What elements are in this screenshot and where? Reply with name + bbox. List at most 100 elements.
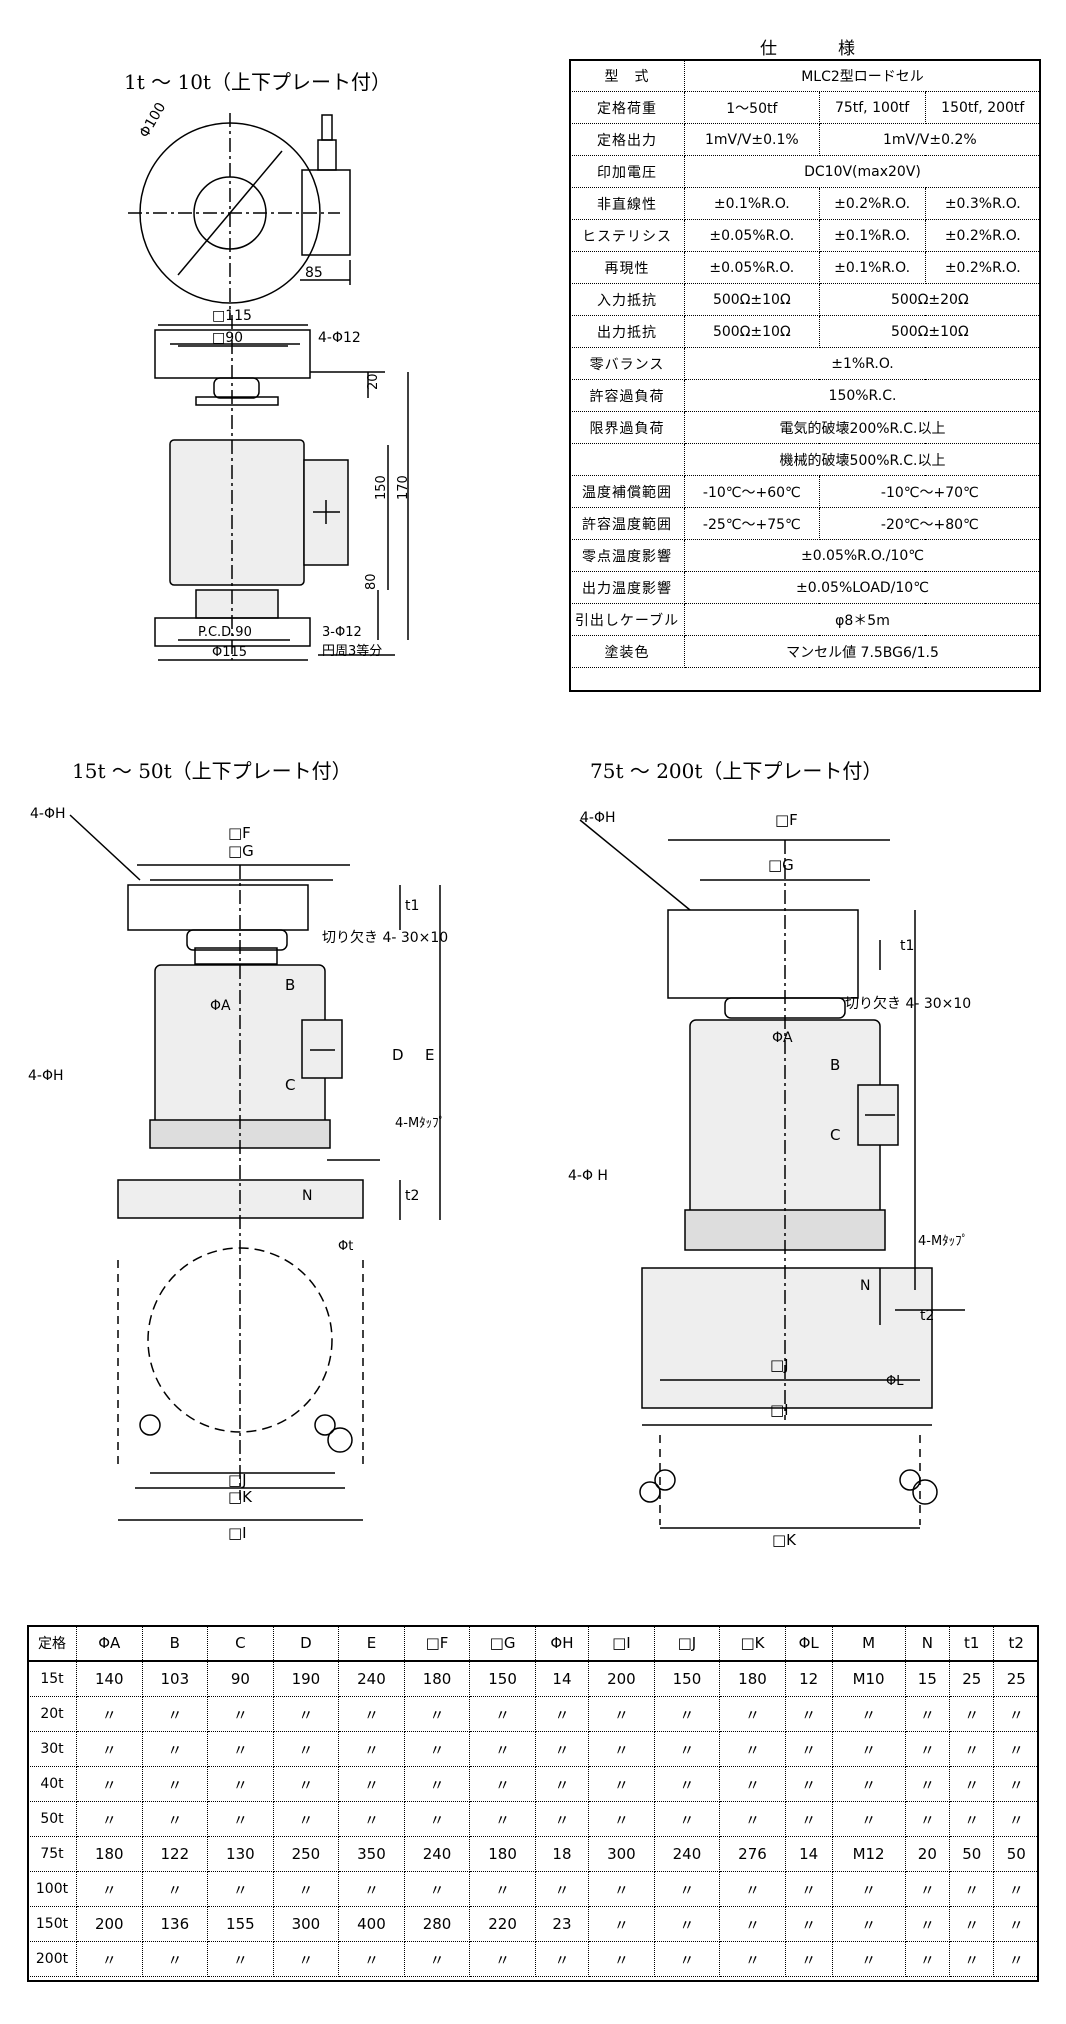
spec-row: 限界過負荷電気的破壊200%R.C.以上	[569, 411, 1041, 444]
dims-value-cell: 〃	[784, 1941, 833, 1977]
dim-170: 170	[396, 475, 411, 500]
table-row: 40t〃〃〃〃〃〃〃〃〃〃〃〃〃〃〃〃	[27, 1766, 1039, 1802]
drawing-75t-200t-title: 75t ～ 200t（上下プレート付）	[590, 759, 883, 783]
dims-value-cell: 〃	[653, 1941, 721, 1977]
dims-value-cell: 〃	[784, 1871, 833, 1907]
dims-header-cell: N	[904, 1625, 951, 1662]
dims-value-cell: 23	[534, 1906, 590, 1942]
drawing-15t-50t: 4-ΦH □F □G t1 切り欠き 4- 30×10 B ΦA D E C 4…	[28, 806, 448, 1542]
spec-value: DC10V(max20V)	[684, 155, 1041, 188]
dim-80: 80	[364, 573, 379, 590]
dims-header-cell: □J	[653, 1625, 721, 1662]
dims-value-cell: 〃	[338, 1731, 405, 1767]
dims-value-cell: 180	[403, 1660, 471, 1697]
dims-header-cell: D	[272, 1625, 340, 1662]
spec-value: -10℃～+70℃	[818, 475, 1042, 508]
dims-rating-cell: 50t	[27, 1801, 77, 1837]
dims-value-cell: 〃	[949, 1801, 995, 1837]
dims-value-cell: 〃	[831, 1801, 906, 1837]
spec-label: 引出しケーブル	[569, 603, 685, 636]
dims-value-cell: 〃	[207, 1941, 274, 1977]
table-row: 20t〃〃〃〃〃〃〃〃〃〃〃〃〃〃〃〃	[27, 1696, 1039, 1732]
dims-value-cell: 155	[207, 1906, 274, 1942]
d3-label-t2: t2	[920, 1308, 934, 1324]
dims-value-cell: 〃	[534, 1766, 590, 1802]
spec-label: 零バランス	[569, 347, 685, 380]
dims-value-cell: 〃	[207, 1766, 274, 1802]
dims-value-cell: 〃	[76, 1731, 143, 1767]
table-row: 100t〃〃〃〃〃〃〃〃〃〃〃〃〃〃〃〃	[27, 1871, 1039, 1907]
dims-value-cell: 〃	[272, 1696, 340, 1732]
dims-value-cell: 200	[588, 1660, 655, 1697]
dims-value-cell: 〃	[993, 1801, 1039, 1837]
dims-value-cell: 〃	[588, 1696, 655, 1732]
dim-pcd90: P.C.D.90	[198, 625, 252, 640]
dims-rating-cell: 20t	[27, 1696, 77, 1732]
d2-label-N: N	[302, 1188, 312, 1204]
dims-value-cell: 122	[141, 1836, 209, 1872]
dims-value-cell: 〃	[904, 1731, 951, 1767]
dims-value-cell: 280	[403, 1906, 471, 1942]
dims-value-cell: 〃	[993, 1871, 1039, 1907]
spec-value: 1mV/V±0.2%	[818, 123, 1042, 156]
dims-value-cell: 140	[76, 1660, 143, 1697]
spec-value: -20℃～+80℃	[818, 507, 1042, 540]
drawing-15t-50t-title: 15t ～ 50t（上下プレート付）	[72, 759, 352, 783]
dims-value-cell: 〃	[469, 1731, 536, 1767]
dims-value-cell: 〃	[831, 1766, 906, 1802]
d3-label-sqI: □I	[770, 1401, 789, 1419]
dims-header-cell: □I	[588, 1625, 655, 1662]
dims-value-cell: 〃	[272, 1941, 340, 1977]
spec-value: 150%R.C.	[684, 379, 1041, 412]
d2-label-D: D	[392, 1046, 404, 1064]
dims-value-cell: 〃	[403, 1871, 471, 1907]
spec-value: 電気的破壊200%R.C.以上	[684, 411, 1041, 444]
d2-label-sqG: □G	[228, 842, 254, 860]
dims-value-cell: 〃	[469, 1871, 536, 1907]
dims-value-cell: 〃	[588, 1766, 655, 1802]
spec-value: ±1%R.O.	[684, 347, 1041, 380]
d2-label-4phiH-bottom: 4-ΦH	[28, 1068, 64, 1084]
dims-value-cell: 〃	[653, 1801, 721, 1837]
spec-label: 塗装色	[569, 635, 685, 668]
dims-value-cell: 〃	[784, 1906, 833, 1942]
d2-label-4M-tap: 4-Mﾀｯﾌﾟ	[395, 1116, 445, 1131]
dims-value-cell: 〃	[719, 1941, 786, 1977]
table-row: 200t〃〃〃〃〃〃〃〃〃〃〃〃〃〃〃〃	[27, 1941, 1039, 1977]
dims-value-cell: 〃	[588, 1871, 655, 1907]
dims-value-cell: 300	[272, 1906, 340, 1942]
dims-header-cell: M	[831, 1625, 906, 1662]
spec-label: 入力抵抗	[569, 283, 685, 316]
dim-phi115: Φ115	[212, 645, 247, 660]
dims-value-cell: 240	[403, 1836, 471, 1872]
dims-value-cell: 〃	[949, 1906, 995, 1942]
dims-header-cell: □G	[469, 1625, 536, 1662]
dims-value-cell: 〃	[831, 1696, 906, 1732]
dim-150: 150	[374, 475, 389, 500]
dims-value-cell: 〃	[76, 1766, 143, 1802]
dims-value-cell: 〃	[993, 1906, 1039, 1942]
dims-value-cell: 〃	[719, 1906, 786, 1942]
dims-value-cell: 103	[141, 1660, 209, 1697]
spec-row: 機械的破壊500%R.C.以上	[569, 443, 1041, 476]
dims-value-cell: M10	[831, 1660, 906, 1697]
spec-label: 出力温度影響	[569, 571, 685, 604]
dims-value-cell: 〃	[831, 1941, 906, 1977]
spec-label: 印加電圧	[569, 155, 685, 188]
dims-value-cell: 〃	[653, 1906, 721, 1942]
dims-value-cell: 20	[904, 1836, 951, 1872]
dims-value-cell: 〃	[588, 1731, 655, 1767]
d2-label-sqJ: □J	[228, 1471, 247, 1489]
dims-value-cell: 〃	[272, 1801, 340, 1837]
dim-equal-div: 円周3等分	[322, 643, 382, 659]
dim-square115: □115	[212, 308, 252, 324]
dims-value-cell: 350	[338, 1836, 405, 1872]
dims-value-cell: 130	[207, 1836, 274, 1872]
dims-header-cell: ΦA	[76, 1625, 143, 1662]
dims-value-cell: 〃	[784, 1766, 833, 1802]
